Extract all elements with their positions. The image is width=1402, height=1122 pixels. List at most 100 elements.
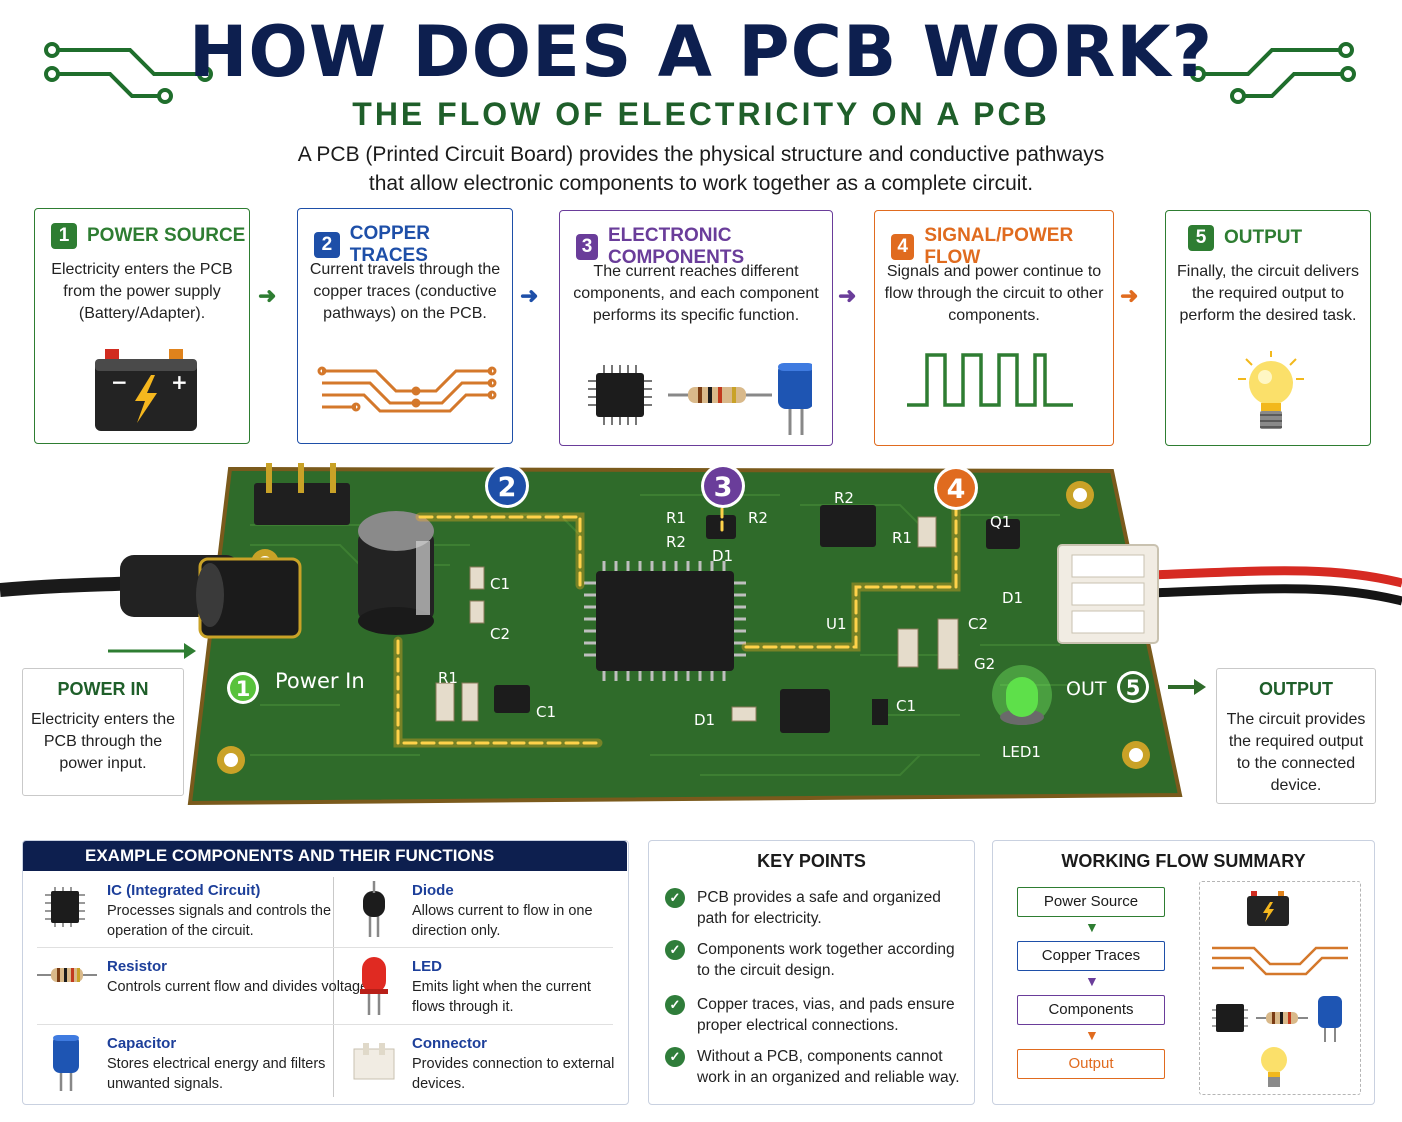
out-label: OUT (1066, 678, 1107, 700)
main-ic-chip (584, 561, 746, 681)
step-number-badge: 2 (314, 232, 340, 258)
green-led (992, 665, 1052, 725)
power-jack (120, 555, 302, 639)
svg-text:R2: R2 (748, 509, 768, 527)
arrow-right-icon: ➜ (258, 283, 277, 308)
key-points-title: KEY POINTS (757, 851, 866, 871)
flow-summary-illustration (1199, 881, 1361, 1095)
callout-title: POWER IN (57, 679, 149, 699)
mounting-hole (1122, 741, 1150, 769)
svg-text:D1: D1 (694, 711, 715, 729)
circuit-trace-icon-right (1190, 42, 1356, 104)
light-bulb-icon (1261, 1047, 1287, 1087)
electrolytic-capacitor (358, 511, 434, 635)
copper-traces-icon (317, 366, 497, 413)
copper-traces-icon (1212, 946, 1348, 976)
svg-text:C1: C1 (490, 575, 510, 593)
svg-text:1: 1 (236, 677, 251, 701)
pcb-marker-2: 2 (485, 464, 529, 508)
led-icon (360, 957, 388, 1015)
arrow-right-icon: ➜ (1120, 283, 1139, 308)
power-in-label: Power In (275, 669, 365, 693)
check-icon: ✓ (665, 1047, 685, 1067)
svg-text:D1: D1 (712, 547, 733, 565)
check-icon: ✓ (665, 888, 685, 908)
step-title: ELECTRONIC COMPONENTS (607, 225, 745, 268)
svg-text:C2: C2 (968, 615, 988, 633)
key-point-item: ✓Copper traces, vias, and pads ensure pr… (665, 994, 962, 1036)
arrow-right-icon: ➜ (838, 283, 857, 308)
circuit-trace-icon-left (44, 42, 213, 104)
step-title: SIGNAL/POWER FLOW (924, 225, 1074, 268)
pcb-marker-3: 3 (701, 464, 745, 508)
step-number-badge: 4 (891, 234, 915, 260)
svg-text:4: 4 (947, 474, 966, 505)
capacitor-icon (53, 1035, 79, 1091)
svg-text:3: 3 (714, 472, 733, 503)
flow-step-output: Output (1017, 1049, 1165, 1079)
callout-text: The circuit provides the required output… (1226, 711, 1366, 794)
svg-text:D1: D1 (1002, 589, 1023, 607)
components-icon (1212, 996, 1342, 1042)
header-pins (254, 463, 350, 525)
components-icon (588, 363, 812, 435)
pcb-marker-1: 1 (227, 672, 259, 704)
svg-text:R1: R1 (892, 529, 912, 547)
svg-text:C2: C2 (490, 625, 510, 643)
step-description: The current reaches different components… (573, 263, 819, 324)
component-ic: IC (Integrated Circuit)Processes signals… (107, 882, 332, 939)
arrow-down-icon: ▼ (1085, 919, 1099, 935)
step-number-badge: 5 (1188, 225, 1214, 251)
step-card-output: 5 OUTPUT Finally, the circuit delivers th… (1165, 210, 1371, 446)
page-title: HOW DOES A PCB WORK? (188, 11, 1214, 93)
square-wave-icon (907, 353, 1073, 407)
components-panel-title: EXAMPLE COMPONENTS AND THEIR FUNCTIONS (23, 841, 627, 871)
page-subtitle: THE FLOW OF ELECTRICITY ON A PCB (352, 96, 1050, 132)
key-point-item: ✓Components work together according to t… (665, 939, 962, 981)
smd-components (435, 516, 959, 725)
step-description: Current travels through the copper trace… (309, 261, 501, 322)
step-number-badge: 1 (51, 223, 77, 249)
callout-text: Electricity enters the PCB through the p… (30, 711, 176, 772)
battery-icon (1247, 891, 1289, 926)
flow-step-copper-traces: Copper Traces (1017, 941, 1165, 971)
svg-text:G2: G2 (974, 655, 995, 673)
pcb-marker-4: 4 (934, 466, 978, 510)
pcb-marker-5: 5 (1117, 671, 1149, 703)
key-point-item: ✓Without a PCB, components cannot work i… (665, 1046, 962, 1088)
svg-text:+: + (171, 370, 188, 394)
step-description: Signals and power continue to flow throu… (884, 263, 1104, 324)
step-description: Finally, the circuit delivers the requir… (1177, 263, 1359, 324)
svg-text:Q1: Q1 (990, 513, 1011, 531)
flow-summary-title: WORKING FLOW SUMMARY (1061, 851, 1306, 871)
step-card-electronic-components: 3 ELECTRONIC COMPONENTS The current reach… (559, 210, 833, 446)
flow-summary-panel: WORKING FLOW SUMMARY Power Source ▼ Copp… (992, 840, 1375, 1105)
connector-icon (353, 1043, 395, 1080)
flow-step-components: Components (1017, 995, 1165, 1025)
callout-title: OUTPUT (1259, 679, 1333, 699)
svg-text:R2: R2 (666, 533, 686, 551)
arrow-down-icon: ▼ (1085, 973, 1099, 989)
resistor-icon (37, 968, 97, 982)
step-number-badge: 3 (576, 234, 598, 260)
light-bulb-icon (1238, 351, 1304, 429)
diode-icon (363, 881, 385, 937)
divider (37, 1024, 613, 1025)
step-title: POWER SOURCE (87, 225, 246, 246)
divider (333, 877, 334, 1097)
callout-output: OUTPUT The circuit provides the required… (1216, 668, 1376, 804)
mounting-hole (1066, 481, 1094, 509)
key-point-item: ✓PCB provides a safe and organized path … (665, 887, 962, 929)
components-panel: EXAMPLE COMPONENTS AND THEIR FUNCTIONS I… (22, 840, 629, 1105)
check-icon: ✓ (665, 995, 685, 1015)
intro-text: A PCB (Printed Circuit Board) provides t… (297, 143, 1105, 195)
step-title: OUTPUT (1224, 227, 1303, 248)
pcb-board-illustration: 1 2 3 4 5 Power In OUT C1 C2 R1 C1 R2 R1… (0, 463, 1402, 806)
